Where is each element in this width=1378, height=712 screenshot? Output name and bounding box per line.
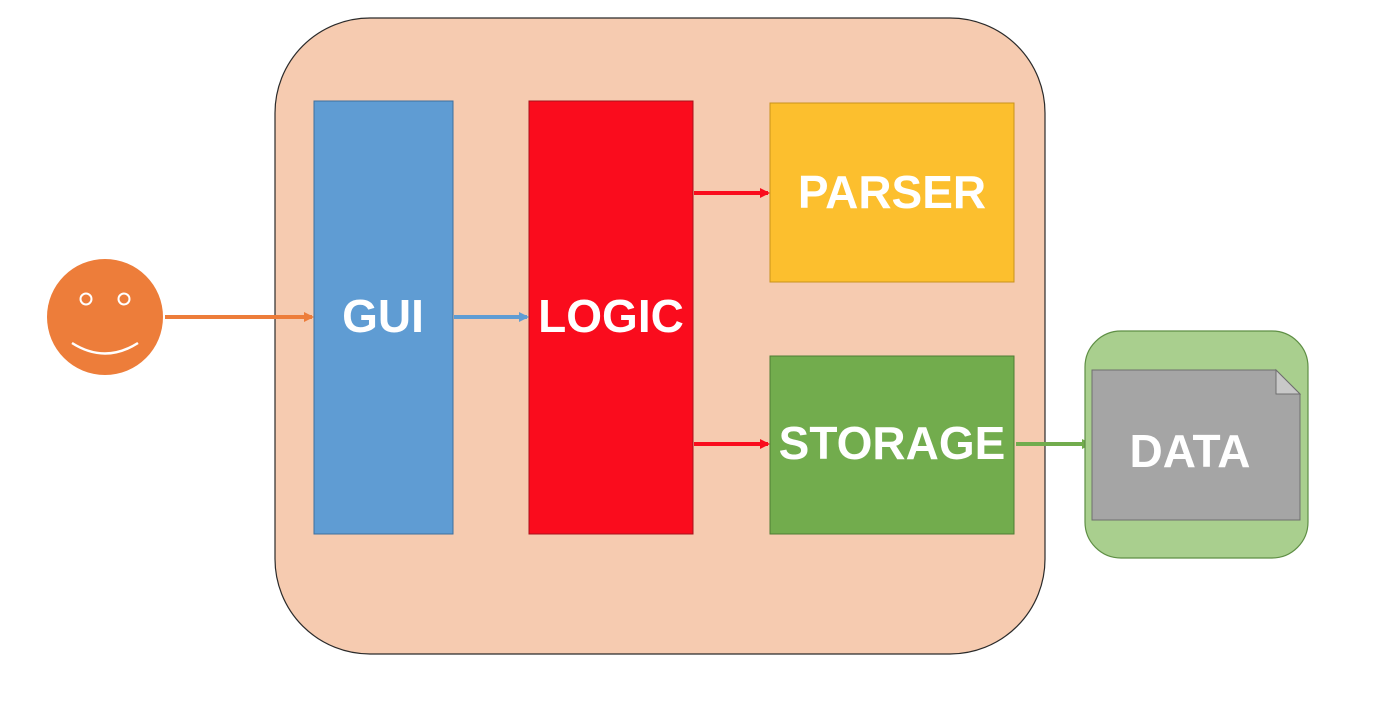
gui-component: GUI xyxy=(313,100,454,535)
parser-label: PARSER xyxy=(798,166,986,218)
document-fold xyxy=(1275,368,1302,395)
gui-label: GUI xyxy=(342,290,424,342)
data-label: DATA xyxy=(1130,425,1251,477)
logic-label: LOGIC xyxy=(538,290,684,342)
document-icon xyxy=(1091,369,1301,521)
data-component: DATA xyxy=(1084,330,1309,559)
storage-label: STORAGE xyxy=(779,417,1006,469)
storage-component: STORAGE xyxy=(769,355,1015,535)
parser-component: PARSER xyxy=(769,102,1015,283)
user-smiley-icon xyxy=(47,259,163,375)
logic-component: LOGIC xyxy=(528,100,694,535)
